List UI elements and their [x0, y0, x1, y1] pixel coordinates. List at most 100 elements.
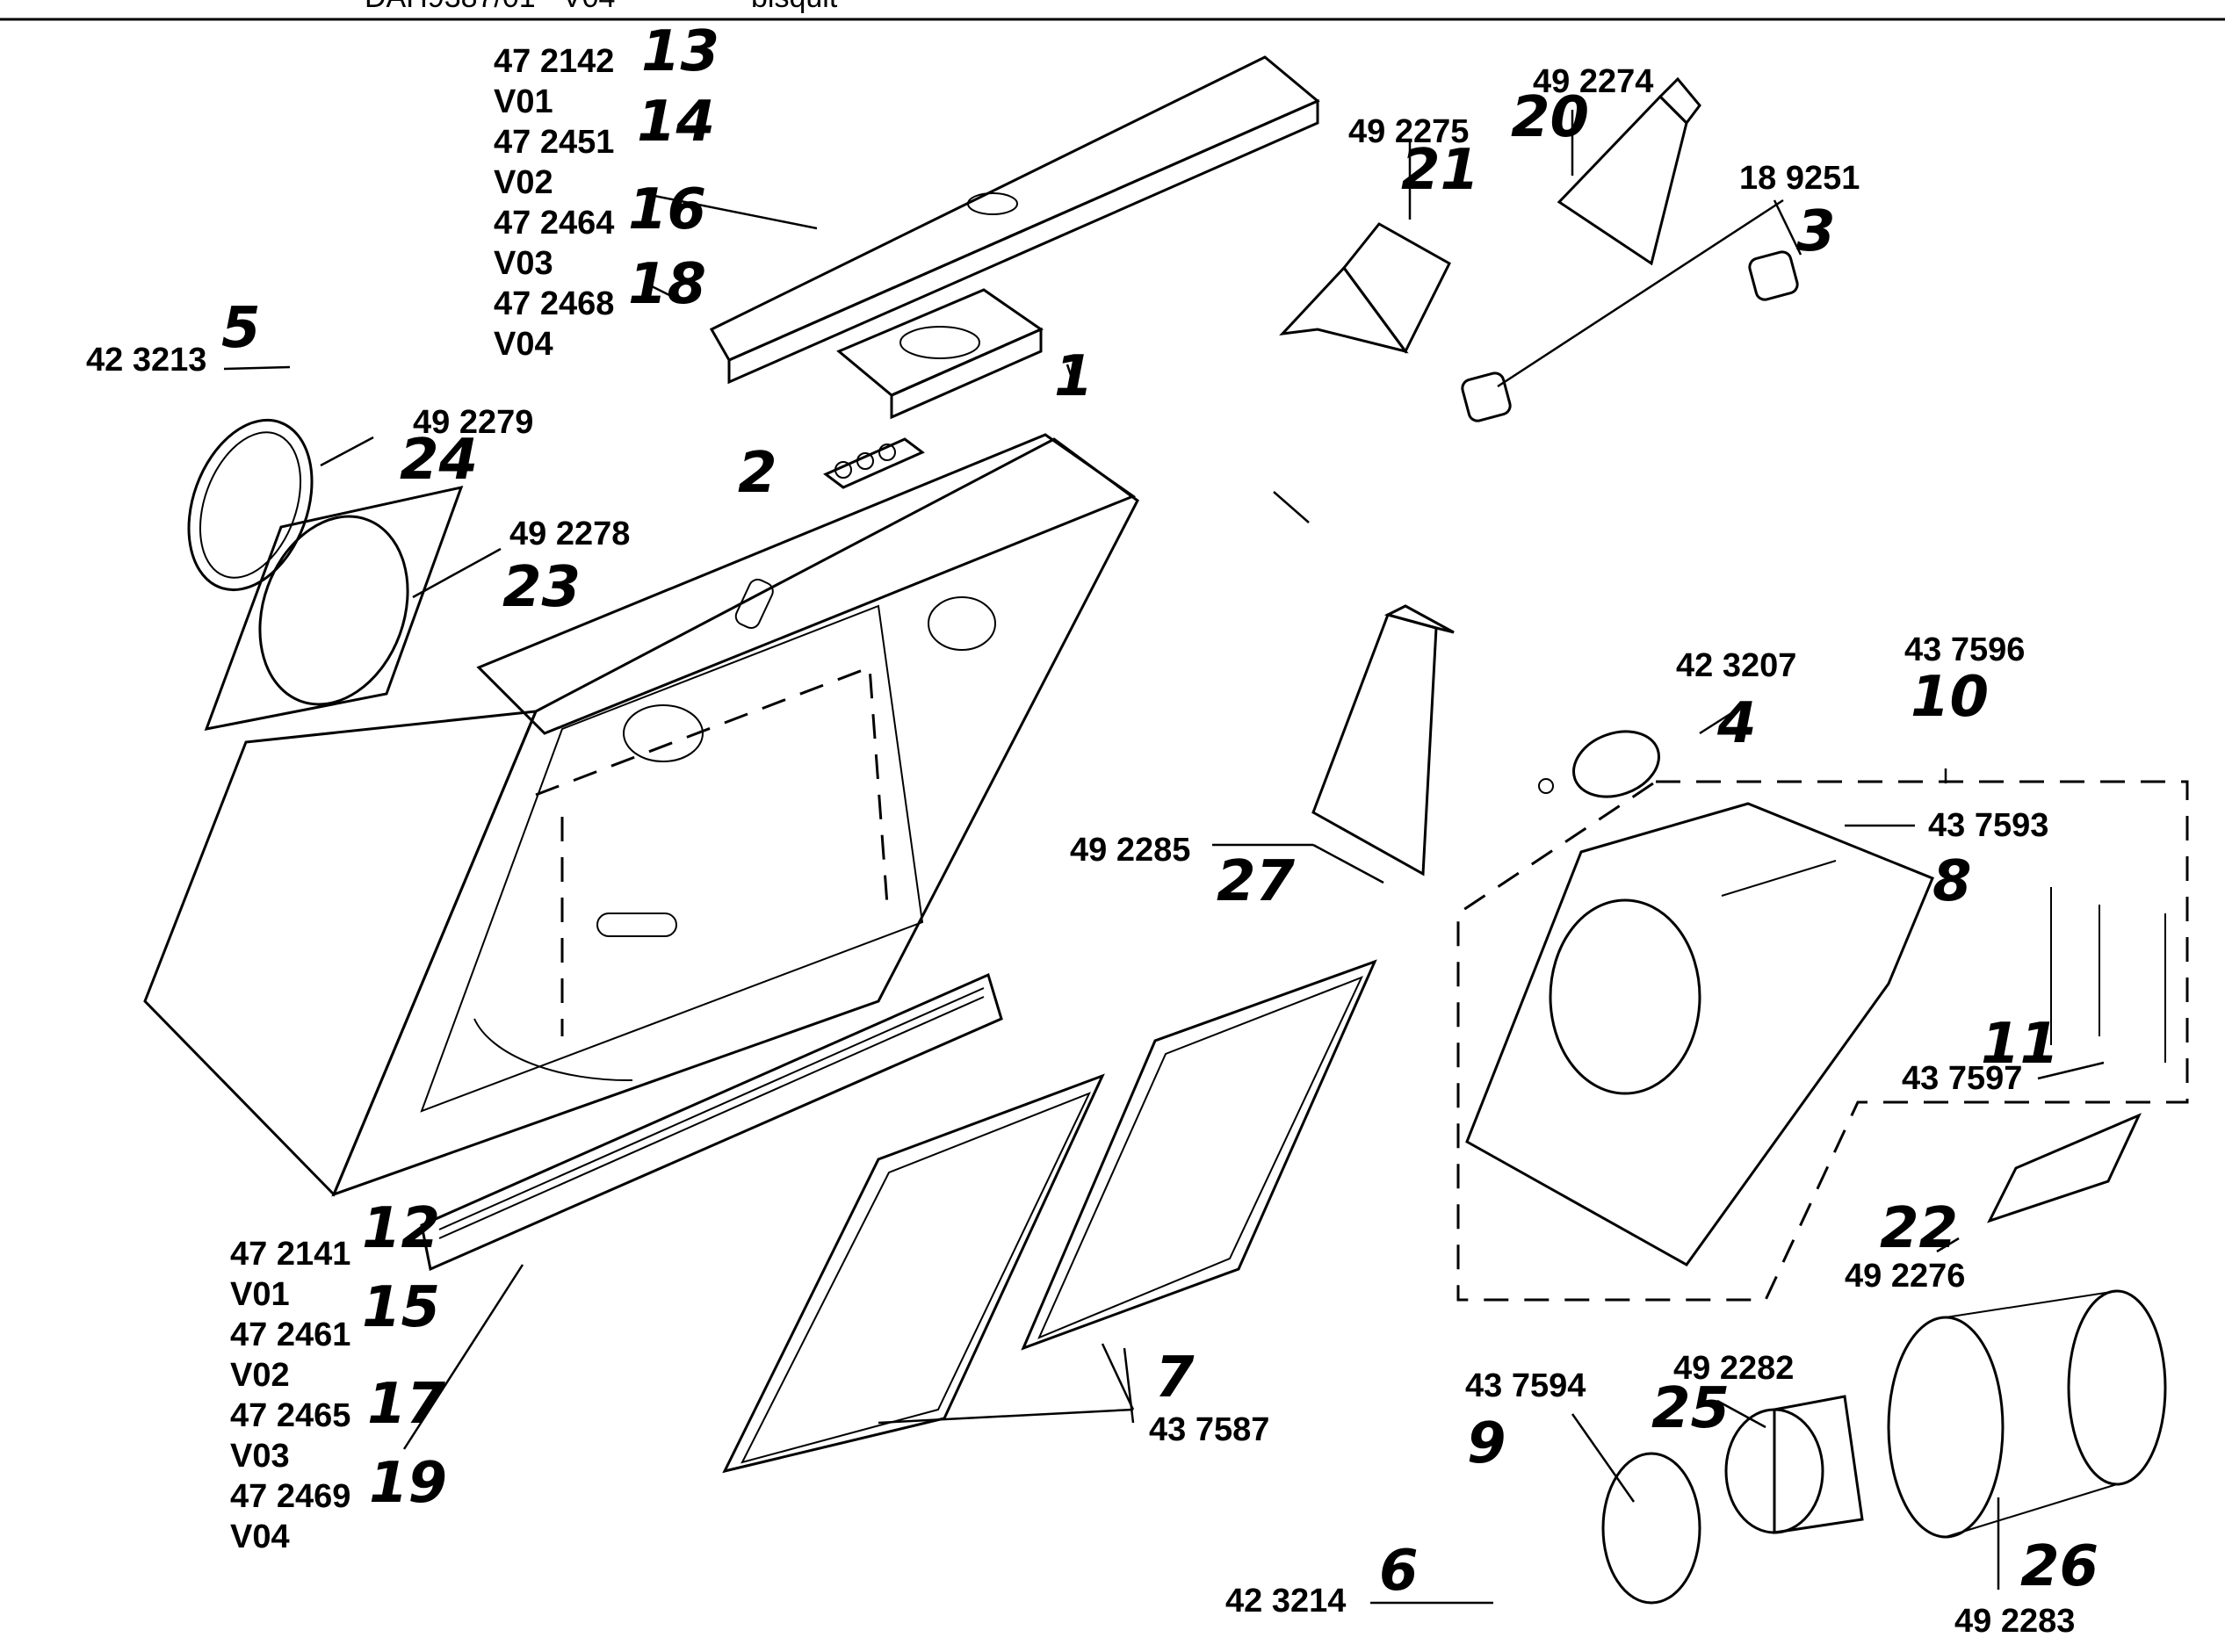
duct-piece — [1311, 604, 1455, 876]
fan-motor-and-wheel — [1601, 1289, 2167, 1605]
label-part-22: 22 49 2276 — [1845, 1196, 1965, 1295]
label-bottom-group: 47 2141 V01 47 2461 V02 47 2465 V03 47 2… — [230, 1196, 447, 1555]
label-part-20: 49 2274 20 — [1511, 63, 1653, 150]
part-index: 22 — [1880, 1196, 1958, 1261]
part-index: 6 — [1379, 1539, 1419, 1604]
bottom-group-row: 47 2141 — [230, 1236, 350, 1273]
bottom-group-row: 47 2465 — [230, 1397, 350, 1434]
part-number: 18 9251 — [1739, 160, 1860, 197]
header: DAH9387/01 - V04 bisquit — [0, 0, 2225, 21]
part-number: 43 7593 — [1928, 807, 2048, 844]
top-group-row: V01 — [494, 83, 553, 120]
header-color: bisquit — [751, 0, 838, 14]
motor-assembly-group — [1456, 780, 2189, 1302]
top-group-row: 47 2142 — [494, 43, 614, 80]
bottom-group-index: 15 — [362, 1275, 440, 1340]
bottom-group-row: 47 2469 — [230, 1478, 350, 1515]
lamp-holder — [1461, 198, 1799, 422]
front-trim-strip — [420, 972, 1003, 1272]
top-group-row: 47 2468 — [494, 285, 614, 322]
bottom-group-row: V02 — [230, 1357, 290, 1394]
part-index: 23 — [502, 555, 581, 620]
part-index: 11 — [1981, 1012, 2059, 1077]
push-switch — [823, 437, 925, 489]
label-part-4: 42 3207 4 — [1676, 647, 1796, 756]
top-group-index: 14 — [637, 90, 715, 155]
part-index: 8 — [1932, 849, 1972, 914]
label-part-3: 18 9251 3 — [1739, 160, 1860, 264]
top-group-row: 47 2451 — [494, 124, 614, 161]
outlet-ring-and-flange — [187, 418, 464, 731]
part-number: 43 7596 — [1904, 631, 2025, 668]
capacitor — [1538, 730, 1660, 798]
part-index: 2 — [738, 441, 777, 506]
header-model: DAH9387/01 - V04 — [365, 0, 615, 14]
label-part-7: 7 43 7587 — [1149, 1345, 1269, 1448]
part-index: 9 — [1467, 1411, 1506, 1476]
part-index: 3 — [1796, 199, 1836, 264]
part-index: 1 — [1054, 344, 1094, 409]
part-number: 42 3213 — [86, 342, 206, 379]
part-number: 49 2278 — [509, 516, 630, 552]
top-group-index: 18 — [628, 252, 706, 317]
part-index: 20 — [1511, 85, 1589, 150]
part-index: 7 — [1155, 1345, 1195, 1410]
label-part-11: 11 43 7597 — [1902, 1012, 2059, 1097]
part-index: 24 — [400, 428, 478, 493]
label-part-27: 49 2285 27 — [1070, 832, 1296, 914]
part-index: 4 — [1716, 691, 1757, 756]
label-part-10: 43 7596 10 — [1904, 631, 2025, 730]
part-number: 43 7587 — [1149, 1411, 1269, 1448]
control-panel-strip — [709, 55, 1320, 385]
part-number: 42 3207 — [1676, 647, 1796, 684]
bottom-group-index: 12 — [362, 1196, 440, 1261]
part-number: 49 2285 — [1070, 832, 1190, 869]
top-group-row: 47 2464 — [494, 205, 614, 242]
label-top-group: 47 2142 V01 47 2451 V02 47 2464 V03 47 2… — [494, 19, 719, 363]
grease-filters — [722, 959, 1377, 1474]
part-number: 49 2274 — [1533, 63, 1653, 100]
label-part-24: 49 2279 24 — [400, 404, 533, 493]
label-part-8: 43 7593 8 — [1928, 807, 2048, 914]
label-part-5: 42 3213 5 — [86, 296, 261, 379]
label-part-6: 42 3214 6 — [1225, 1539, 1419, 1620]
top-group-row: V03 — [494, 245, 553, 282]
part-index: 26 — [2020, 1534, 2099, 1599]
part-index: 27 — [1217, 849, 1296, 914]
top-group-index: 16 — [628, 177, 706, 242]
top-group-row: V04 — [494, 326, 553, 363]
bottom-group-row: V03 — [230, 1438, 290, 1475]
label-part-1: 1 — [1054, 344, 1094, 409]
part-index: 5 — [221, 296, 261, 361]
chimney-bracket-21 — [1279, 222, 1451, 354]
bottom-group-index: 19 — [369, 1451, 447, 1516]
part-number: 49 2283 — [1954, 1603, 2075, 1640]
bottom-group-row: V01 — [230, 1276, 290, 1313]
bottom-group-row: V04 — [230, 1519, 290, 1555]
label-part-21: 49 2275 21 — [1348, 113, 1479, 203]
label-part-26: 26 49 2283 — [1954, 1534, 2099, 1640]
part-index: 10 — [1911, 665, 1989, 730]
leader-lines — [223, 110, 2105, 1605]
part-number: 49 2282 — [1673, 1350, 1794, 1387]
mounting-bracket — [1987, 1113, 2142, 1223]
chimney-bracket-20 — [1557, 76, 1701, 266]
top-group-index: 13 — [641, 19, 719, 84]
label-part-25: 49 2282 25 — [1651, 1350, 1794, 1441]
part-number: 49 2275 — [1348, 113, 1469, 150]
top-group-row: V02 — [494, 164, 553, 201]
bottom-group-index: 17 — [367, 1372, 446, 1437]
bottom-group-row: 47 2461 — [230, 1317, 350, 1353]
label-part-2: 2 — [738, 441, 777, 506]
part-number: 42 3214 — [1225, 1583, 1346, 1620]
part-number: 43 7597 — [1902, 1060, 2022, 1097]
part-index: 21 — [1401, 138, 1479, 203]
part-number: 49 2276 — [1845, 1258, 1965, 1295]
switch-housing — [836, 288, 1044, 420]
hood-body — [143, 433, 1139, 1197]
part-number: 43 7594 — [1465, 1367, 1586, 1404]
label-part-23: 49 2278 23 — [502, 516, 630, 620]
label-part-9: 43 7594 9 — [1465, 1367, 1586, 1476]
